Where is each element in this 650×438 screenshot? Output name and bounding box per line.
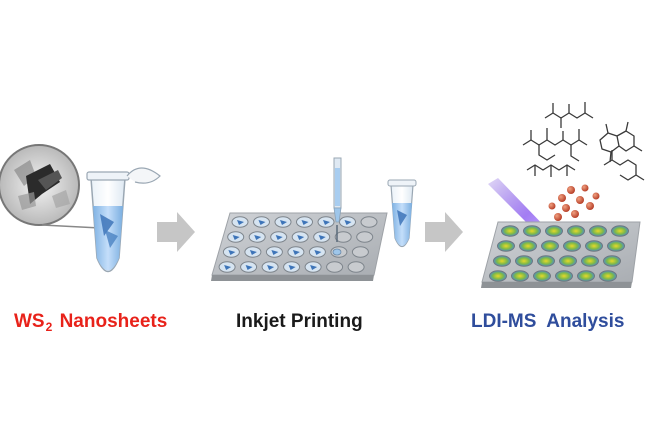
nanosheet-deposit [271, 250, 279, 255]
microcentrifuge-tube-2 [387, 179, 417, 248]
step-1-caption: WS2 Nanosheets [14, 311, 168, 334]
empty-well [360, 216, 378, 228]
nanosheet-deposit [318, 235, 326, 240]
step-1-caption-subscript: 2 [45, 320, 53, 334]
sample-spot [515, 255, 533, 267]
inkjet-nozzle [333, 157, 342, 242]
sample-spot [585, 240, 603, 252]
nanosheet-deposit [249, 250, 257, 255]
empty-well [326, 261, 344, 273]
connector-line [41, 224, 101, 229]
sample-spot [599, 270, 617, 282]
sample-spot [533, 270, 551, 282]
empty-well [334, 231, 352, 243]
nanosheet-deposit [275, 235, 283, 240]
nanosheet-deposit [232, 235, 240, 240]
sample-spot [563, 240, 581, 252]
sample-spot [545, 225, 563, 237]
sample-spot [493, 255, 511, 267]
nanosheet-deposit [297, 235, 305, 240]
nanosheet-deposit [245, 265, 253, 270]
sample-spot [519, 240, 537, 252]
nanosheet-deposit [314, 250, 322, 255]
nanosheet-deposit [254, 235, 262, 240]
nanosheet-deposit [258, 220, 266, 225]
ink-droplet [332, 248, 342, 256]
step-1-caption-main: WS [14, 311, 45, 332]
sample-spot [603, 255, 621, 267]
step-3-caption: LDI-MS Analysis [471, 311, 625, 332]
nanosheet-deposit [288, 265, 296, 270]
nanosheet-deposit [224, 265, 232, 270]
step-2-caption: Inkjet Printing [236, 311, 363, 332]
step-1-caption-rest: Nanosheets [54, 311, 168, 332]
empty-well [347, 261, 365, 273]
microcentrifuge-tube-1 [86, 167, 161, 273]
nanosheet-deposit [292, 250, 300, 255]
sample-spot [537, 255, 555, 267]
sample-spot [523, 225, 541, 237]
empty-well [351, 246, 369, 258]
inkjet-plate [211, 212, 388, 281]
nanosheet-deposit [323, 220, 330, 225]
nanosheet-deposit [280, 220, 287, 225]
ldi-plate [481, 221, 641, 288]
process-arrow-1 [157, 212, 195, 252]
sample-spot [511, 270, 529, 282]
empty-well [356, 231, 374, 243]
sample-spot [497, 240, 515, 252]
sample-spot [589, 225, 607, 237]
analyte-molecules [522, 102, 645, 181]
sample-spot [489, 270, 507, 282]
nanosheet-magnified-view [0, 144, 80, 226]
plate-wells [218, 216, 378, 273]
sample-spot [611, 225, 629, 237]
sample-spot [555, 270, 573, 282]
sample-spot [559, 255, 577, 267]
desorbed-ions [548, 184, 600, 221]
nanosheet-deposit [237, 220, 244, 225]
nanosheet-deposit [301, 220, 309, 225]
nanosheet-deposit [267, 265, 275, 270]
sample-spot [501, 225, 519, 237]
sample-spot [541, 240, 559, 252]
sample-spot [581, 255, 599, 267]
nanosheet-deposit [344, 220, 352, 225]
sample-spot [567, 225, 585, 237]
nanosheet-deposit [310, 265, 318, 270]
sample-spot [577, 270, 595, 282]
sample-spot [607, 240, 625, 252]
process-arrow-2 [425, 212, 463, 252]
sample-spots [489, 225, 629, 282]
nanosheet-deposit [228, 250, 236, 255]
